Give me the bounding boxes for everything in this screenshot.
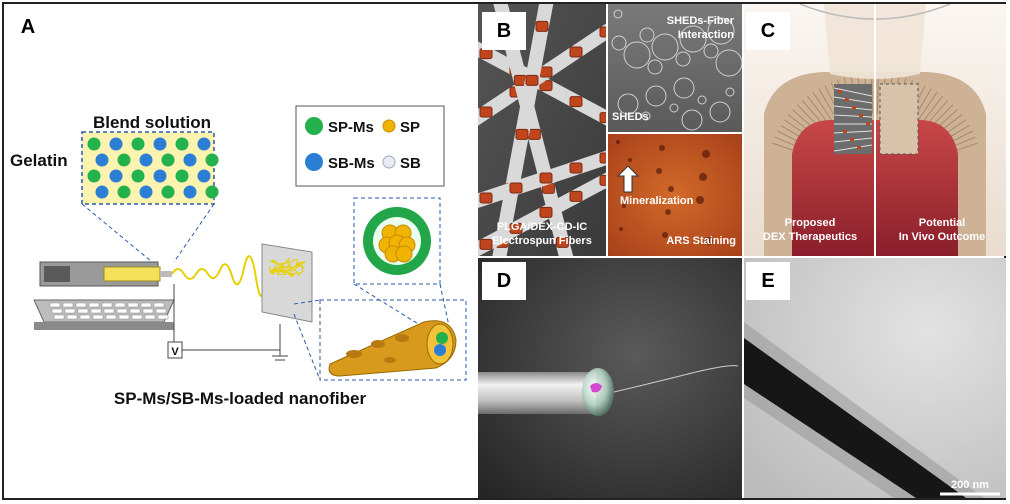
fiber-caption-1: PLGA/DEX-CD-IC [497, 221, 588, 233]
panel-a-caption: SP-Ms/SB-Ms-loaded nanofiber [114, 389, 367, 408]
projection-line-left [81, 203, 153, 263]
gelatin-label: Gelatin [10, 151, 68, 170]
legend-sp-ms-label: SP-Ms [328, 119, 374, 136]
voltage-label: V [171, 346, 179, 358]
panel-c-label: C [746, 12, 790, 50]
collector-plate [261, 243, 313, 323]
potential-label-1: Potential [919, 217, 965, 229]
legend-sb-label: SB [400, 155, 421, 172]
mineral-nodules [616, 140, 713, 245]
nanofiber-inset-box [319, 299, 467, 381]
sheds-fiber-interaction-label-1: SHEDs-Fiber [667, 15, 735, 27]
panel-a: A Blend solution Gelatin SP-Ms SP SB-Ms … [4, 4, 476, 498]
nanofiber-3d-icon [328, 320, 457, 377]
proposed-label-2: DEX Therapeutics [763, 231, 857, 243]
panel-b: SHEDs-Fiber Interaction SHEDs Mineraliza… [478, 4, 742, 256]
legend-sb-ms-label: SB-Ms [328, 155, 375, 172]
up-arrow-icon [616, 165, 640, 193]
panel-e-label: E [746, 262, 790, 300]
legend-sb-icon [382, 155, 396, 169]
legend-sp-label: SP [400, 119, 420, 136]
panel-b-micrographs: SHEDs-Fiber Interaction SHEDs Mineraliza… [478, 4, 742, 256]
charged-jet-glow [590, 383, 602, 393]
legend-sp-ms-icon [305, 117, 323, 135]
panel-d: D [478, 258, 742, 498]
collected-fiber-mesh [269, 258, 306, 278]
nanofiber-core [744, 338, 966, 498]
panel-e: 200 nm E [744, 258, 1006, 498]
syringe-pump-icon [33, 261, 175, 330]
blend-solution-title: Blend solution [93, 113, 211, 132]
scale-bar-label: 200 nm [951, 479, 989, 491]
ars-staining-label: ARS Staining [666, 235, 736, 247]
ars-staining-image [608, 134, 742, 256]
electrospun-fibers [478, 4, 622, 256]
projection-line-right [173, 203, 215, 263]
sheds-sem-image [608, 4, 742, 132]
fiber-scaffold-implant [834, 84, 872, 154]
voltage-source [167, 341, 183, 359]
microsphere-core-particles [378, 224, 416, 263]
proposed-label-1: Proposed [785, 217, 836, 229]
tooth-illustration: Proposed DEX Therapeutics Potential In V… [744, 4, 1006, 256]
panel-d-label: D [482, 262, 526, 300]
panel-c: Proposed DEX Therapeutics Potential In V… [744, 4, 1006, 256]
panel-a-label: A [20, 16, 36, 38]
potential-label-2: In Vivo Outcome [899, 231, 986, 243]
legend-sb-ms-icon [305, 153, 323, 171]
fiber-caption-2: Electrospun Fibers [492, 235, 592, 247]
sheds-label: SHEDs [612, 111, 649, 123]
fiber-halo [744, 322, 984, 498]
legend-box [295, 105, 445, 187]
spinneret-needle [478, 372, 596, 414]
sheds-fiber-interaction-label-2: Interaction [678, 29, 735, 41]
panel-a-diagram: Blend solution Gelatin SP-Ms SP SB-Ms SB [10, 105, 467, 408]
sheds-cell-texture [611, 9, 742, 131]
legend-sp-icon [382, 119, 396, 133]
needle-photo [478, 258, 742, 498]
panel-b-label: B [482, 12, 526, 50]
polymer-jet-fiber [613, 365, 739, 393]
microsphere-inset-box [353, 197, 441, 285]
mineralization-label: Mineralization [620, 195, 694, 207]
regenerated-dentin [879, 83, 919, 155]
electrospinning-jet [171, 255, 267, 297]
blend-microsphere-dots [87, 137, 219, 199]
taylor-cone-droplet [582, 368, 614, 416]
